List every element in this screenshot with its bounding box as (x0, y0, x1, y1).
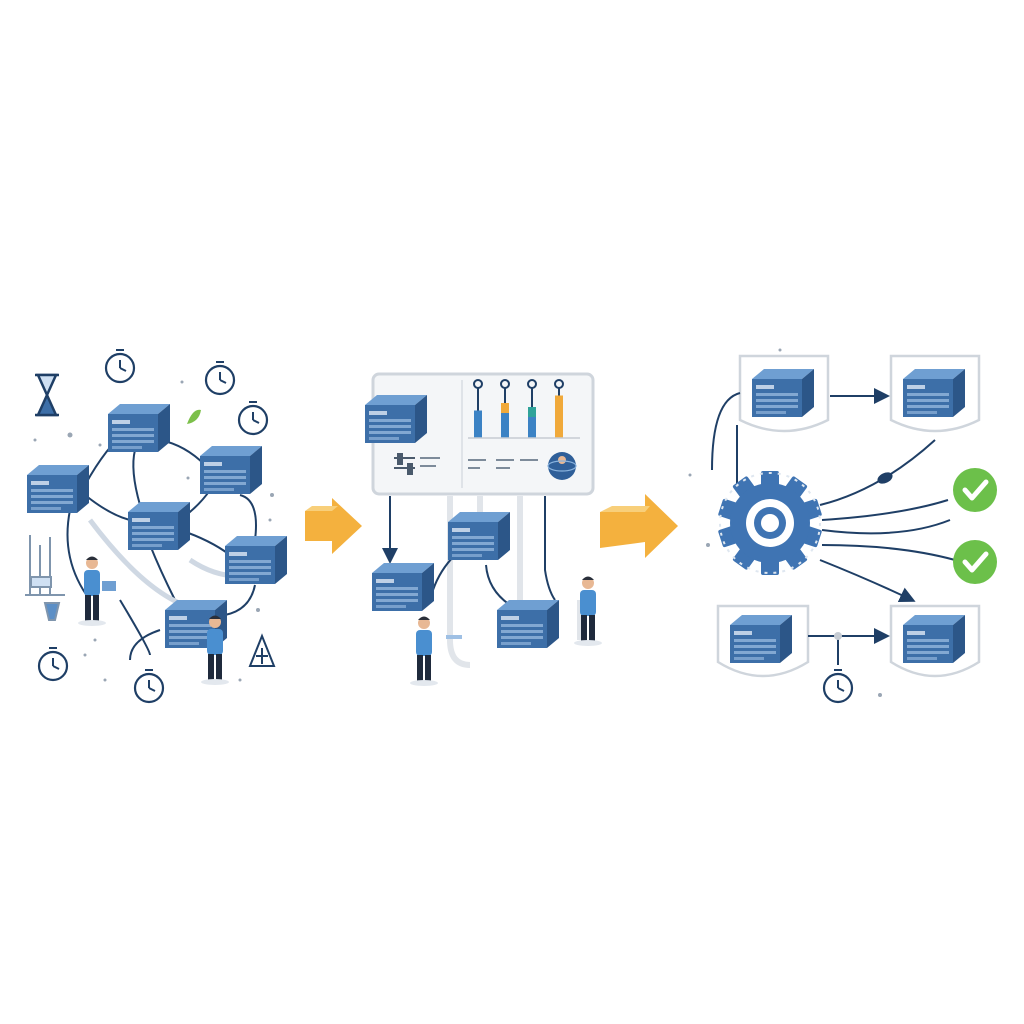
clock-icon (204, 360, 236, 396)
wind-turbine-icon (248, 633, 276, 667)
globe-icon (547, 452, 577, 480)
chart-bar-cap (501, 403, 509, 413)
lab-equipment-icon (25, 535, 65, 621)
server-node (448, 512, 510, 560)
chart-bar (474, 410, 482, 438)
clock-icon (237, 400, 269, 436)
stage-automated-orchestration (688, 348, 998, 704)
server-node (752, 369, 814, 417)
server-node (128, 502, 190, 550)
chart-bar-cap (474, 410, 482, 421)
person-figure (78, 556, 116, 626)
transition-arrow (600, 494, 678, 558)
server-node (108, 404, 170, 452)
chart-bar (528, 407, 536, 438)
chart-bar (501, 403, 509, 438)
stage-chaotic-network (25, 348, 287, 704)
server-node (200, 446, 262, 494)
bar-chart-icon (473, 379, 564, 438)
server-node (903, 615, 965, 663)
server-node (730, 615, 792, 663)
person-figure (410, 616, 462, 686)
server-node (497, 600, 559, 648)
gear-tooth (761, 559, 779, 575)
scatter-dots (33, 380, 274, 682)
server-node (27, 465, 89, 513)
server-node (372, 563, 434, 611)
chart-bar (555, 395, 563, 438)
flow-lines (711, 388, 956, 665)
scatter-dots (688, 348, 882, 697)
check-icon (953, 468, 997, 512)
clock-icon (37, 646, 69, 682)
server-node (365, 395, 427, 443)
leaf-icon (187, 409, 201, 424)
dashboard-panel (371, 372, 595, 496)
sliders-icon (394, 453, 538, 475)
gear-tooth (761, 471, 779, 487)
junction-dot (834, 632, 842, 640)
clock-icon (822, 668, 854, 704)
chart-bar-cap (555, 395, 563, 406)
clock-icon (133, 668, 165, 704)
stage-monitoring-dashboard (365, 372, 602, 686)
server-node (903, 369, 965, 417)
transition-arrow (305, 498, 362, 554)
chart-bar-cap (528, 407, 536, 417)
hourglass-icon (35, 373, 59, 417)
valve-icon (877, 472, 893, 484)
check-icon (953, 540, 997, 584)
server-node (225, 536, 287, 584)
stopwatch-icon (104, 348, 136, 384)
gear-icon (718, 471, 822, 575)
